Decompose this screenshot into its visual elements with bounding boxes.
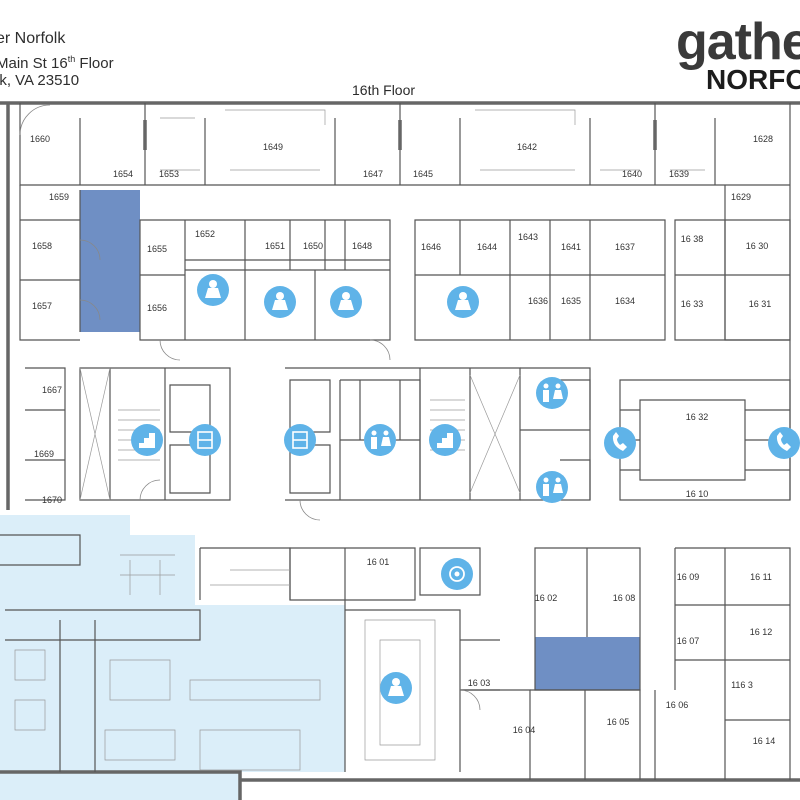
room-label-1632: 16 32 [686,412,709,422]
storage-icon[interactable] [284,424,316,456]
room-label-1650: 1650 [303,241,323,251]
address-line-street: Main St 16th Floor [0,54,114,72]
restroom-icon[interactable] [536,471,568,503]
conference-room-icon[interactable] [264,286,296,318]
room-label-1635: 1635 [561,296,581,306]
phone-icon[interactable] [768,427,800,459]
open-workspace-furniture [0,534,321,772]
room-label-1646: 1646 [421,242,441,252]
room-label-1653: 1653 [159,169,179,179]
room-label-1631: 16 31 [749,299,772,309]
conference-room-icon[interactable] [330,286,362,318]
room-label-1639: 1639 [669,169,689,179]
room-label-1163: 116 3 [731,680,753,690]
storage-icon[interactable] [189,424,221,456]
center-left-offices [139,219,391,361]
highlighted-area-1659[interactable] [80,190,140,332]
conference-room-icon[interactable] [380,672,412,704]
room-label-1612: 16 12 [750,627,773,637]
room-label-1652: 1652 [195,229,215,239]
room-label-1658: 1658 [32,241,52,251]
room-label-1628: 1628 [753,134,773,144]
room-label-1608: 16 08 [613,593,636,603]
room-label-1638: 16 38 [681,234,704,244]
room-label-1611: 16 11 [750,572,772,582]
floor-label: 16th Floor [352,82,416,98]
room-label-1648: 1648 [352,241,372,251]
center-right-offices [414,219,791,341]
room-label-1657: 1657 [32,301,52,311]
room-label-1630: 16 30 [746,241,769,251]
room-label-1607: 16 07 [677,636,700,646]
room-label-1656: 1656 [147,303,167,313]
room-label-1633: 16 33 [681,299,704,309]
room-label-1640: 1640 [622,169,642,179]
highlighted-area-1602[interactable] [535,637,640,690]
room-label-1602: 16 02 [535,593,558,603]
room-label-1642: 1642 [517,142,537,152]
room-label-1643: 1643 [518,232,538,242]
room-label-1610: 16 10 [686,489,709,499]
location-title: er Norfolk [0,30,66,47]
room-label-1655: 1655 [147,244,167,254]
conference-room-icon[interactable] [447,286,479,318]
room-label-1644: 1644 [477,242,497,252]
conference-room-icon[interactable] [197,274,229,306]
room-label-1603: 16 03 [468,678,491,688]
left-offices [19,185,101,341]
wellness-icon[interactable] [441,558,473,590]
room-label-1645: 1645 [413,169,433,179]
phone-icon[interactable] [604,427,636,459]
room-label-1609: 16 09 [677,572,700,582]
room-label-1654: 1654 [113,169,133,179]
room-label-1647: 1647 [363,169,383,179]
room-label-1641: 1641 [561,242,581,252]
gather-logo-location: NORFO [706,64,800,95]
stairs-icon[interactable] [429,424,461,456]
room-label-1606: 16 06 [666,700,689,710]
address-line-city: lk, VA 23510 [0,72,80,89]
room-label-1667: 1667 [42,385,62,395]
room-label-1660: 1660 [30,134,50,144]
room-label-1669: 1669 [34,449,54,459]
room-label-1634: 1634 [615,296,635,306]
restroom-icon[interactable] [364,424,396,456]
highlighted-open-workspace[interactable] [0,515,345,800]
restroom-icon[interactable] [536,377,568,409]
room-label-1670: 1670 [42,495,62,505]
room-label-1636: 1636 [528,296,548,306]
room-label-1604: 16 04 [513,725,536,735]
room-label-1659: 1659 [49,192,69,202]
room-label-1629: 1629 [731,192,751,202]
room-label-1651: 1651 [265,241,285,251]
room-label-1637: 1637 [615,242,635,252]
room-label-1614: 16 14 [753,736,776,746]
gather-logo: gathe [676,13,800,71]
room-label-1649: 1649 [263,142,283,152]
right-middle-offices [619,379,791,501]
room-label-1605: 16 05 [607,717,630,727]
room-labels: 1660 1654 1653 1649 1647 1645 1642 1640 … [30,134,775,746]
stairs-icon[interactable] [131,424,163,456]
room-label-1601: 16 01 [367,557,390,567]
